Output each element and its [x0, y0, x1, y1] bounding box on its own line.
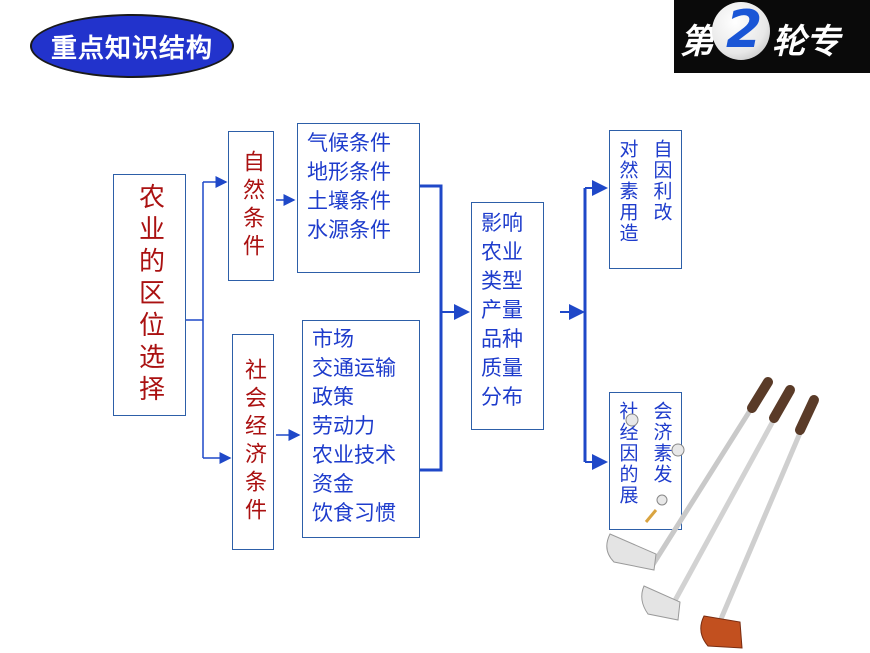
- impact-item: 产量: [481, 298, 523, 322]
- logo-text-2: 轮专题: [772, 22, 840, 111]
- golf-clubs-icon: [606, 377, 819, 649]
- impact-item: 农业: [481, 240, 523, 264]
- logo-number: 2: [726, 0, 763, 60]
- natural-box: 自然条件: [228, 131, 274, 281]
- natural-item: 气候条件: [307, 131, 391, 155]
- impact-box: 影响 农业 类型 产量 品种 质量 分布: [471, 202, 544, 430]
- natural-result-col: 对然素用造: [616, 139, 639, 244]
- impact-item: 分布: [481, 385, 523, 409]
- impact-item: 品种: [481, 327, 523, 351]
- social-box: 社会经济条件: [232, 334, 274, 550]
- lesson-logo: 第 2 轮专题: [674, 0, 870, 111]
- natural-item: 水源条件: [307, 218, 391, 242]
- social-item: 政策: [312, 385, 354, 409]
- social-items-box: 市场 交通运输 政策 劳动力 农业技术 资金 饮食习惯: [302, 320, 420, 538]
- root-box: 农业的区位选择: [113, 174, 186, 416]
- social-label: 社会经济条件: [241, 358, 266, 526]
- section-title-badge: 重点知识结构: [30, 14, 234, 78]
- social-item: 交通运输: [312, 356, 396, 380]
- social-result-col: 会济素发: [650, 401, 673, 485]
- impact-item: 类型: [481, 269, 523, 293]
- natural-items-box: 气候条件 地形条件 土壤条件 水源条件: [297, 123, 420, 273]
- social-result-col: 社经因的展: [616, 401, 639, 506]
- social-item: 市场: [312, 327, 354, 351]
- social-item: 劳动力: [312, 414, 375, 438]
- natural-label: 自然条件: [239, 150, 264, 262]
- natural-item: 土壤条件: [307, 189, 391, 213]
- social-item: 农业技术: [312, 443, 396, 467]
- natural-result-col: 自因利改: [650, 139, 673, 223]
- social-item: 饮食习惯: [312, 501, 396, 525]
- social-result-box: 会济素发 社经因的展: [609, 392, 682, 530]
- impact-item: 影响: [481, 211, 523, 235]
- section-title: 重点知识结构: [50, 33, 213, 64]
- natural-item: 地形条件: [307, 160, 391, 184]
- logo-text-1: 第: [680, 22, 714, 62]
- social-item: 资金: [312, 472, 354, 496]
- bracket-conditions: [420, 184, 443, 472]
- impact-item: 质量: [481, 356, 523, 380]
- root-label: 农业的区位选择: [134, 183, 165, 407]
- natural-result-box: 自因利改 对然素用造: [609, 130, 682, 269]
- logo-ball-icon: [712, 2, 770, 60]
